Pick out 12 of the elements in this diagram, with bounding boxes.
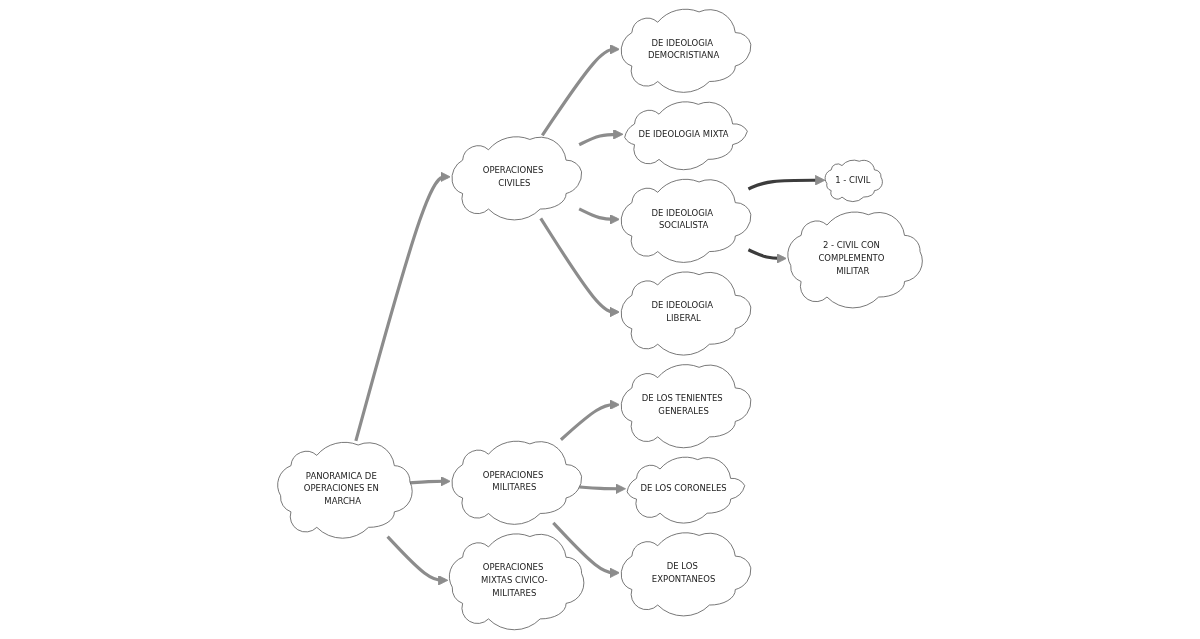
arrow (541, 44, 620, 137)
arrow (386, 535, 449, 586)
arrow (747, 175, 826, 191)
arrow (409, 476, 451, 487)
arrow (559, 399, 620, 441)
arrow (747, 248, 787, 264)
arrow (539, 217, 620, 318)
arrow (579, 483, 626, 494)
arrow (552, 521, 620, 579)
arrow (354, 171, 451, 442)
arrow (578, 207, 620, 225)
arrow (578, 129, 624, 147)
